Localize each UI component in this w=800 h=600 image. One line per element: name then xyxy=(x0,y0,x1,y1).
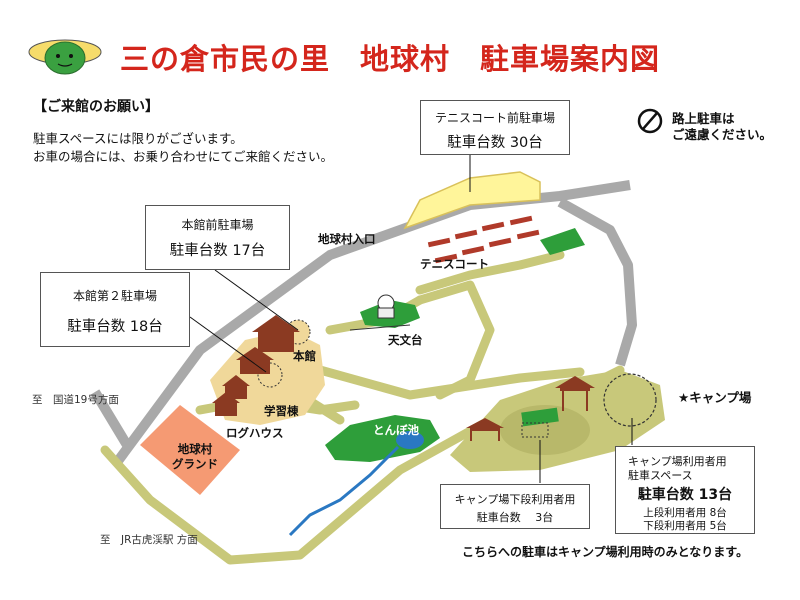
camp-lower-parking-rect xyxy=(521,422,549,438)
stream xyxy=(288,445,400,537)
log-house-buildings xyxy=(212,375,250,416)
lot-name-2: 駐車スペース xyxy=(628,469,693,482)
label-camp: ★キャンプ場 xyxy=(678,390,752,405)
lot-name: キャンプ場下段利用者用 xyxy=(454,493,576,506)
camp-users-parking-box: キャンプ場利用者用 駐車スペース 駐車台数 13台 上段利用者用 8台 下段利用… xyxy=(615,446,755,534)
camp-note: こちらへの駐車はキャンプ場利用時のみとなります。 xyxy=(462,545,749,559)
label-pond: とんぼ池 xyxy=(373,423,419,437)
label-ground: 地球村 グランド xyxy=(172,442,218,471)
camp-green-strip xyxy=(521,407,559,427)
lot-name-1: キャンプ場利用者用 xyxy=(628,455,727,468)
request-heading: 【ご来館のお願い】 xyxy=(33,99,159,115)
tennis-front-parking xyxy=(403,171,541,230)
lot-count: 駐車台数 13台 xyxy=(637,487,733,503)
request-line-2: お車の場合には、お乗り合わせにてご来館ください。 xyxy=(33,149,334,164)
mascot-logo-icon xyxy=(28,39,102,75)
lot-name: 本館第２駐車場 xyxy=(72,289,157,303)
camp-lower-parking-box: キャンプ場下段利用者用 駐車台数 3台 xyxy=(440,484,590,529)
label-main-hall: 本館 xyxy=(293,349,316,363)
main-front-parking-box: 本館前駐車場 駐車台数 17台 xyxy=(145,205,290,270)
lot-name: テニスコート前駐車場 xyxy=(434,111,555,125)
page-title: 三の倉市民の里 地球村 駐車場案内図 xyxy=(120,42,661,76)
lot-count: 駐車台数 18台 xyxy=(67,319,163,335)
pond-green xyxy=(325,415,440,462)
path-lower-road xyxy=(100,415,495,565)
tennis-courts xyxy=(427,215,540,264)
lot-count: 駐車台数 17台 xyxy=(169,243,266,259)
label-tennis: テニスコート xyxy=(420,257,489,271)
lot-count: 駐車台数 3台 xyxy=(476,511,554,524)
road-branch xyxy=(557,197,637,367)
tennis-front-parking-box: テニスコート前駐車場 駐車台数 30台 xyxy=(420,100,570,155)
lot-name: 本館前駐車場 xyxy=(181,218,254,232)
no-parking-icon xyxy=(637,108,663,134)
main-road xyxy=(90,180,631,468)
request-line-1: 駐車スペースには限りがございます。 xyxy=(33,131,243,146)
no-parking-line-2: ご遠慮ください。 xyxy=(672,127,773,142)
main-second-parking-box: 本館第２駐車場 駐車台数 18台 xyxy=(40,272,190,347)
ground-area xyxy=(140,405,240,495)
label-log-house: ログハウス xyxy=(226,426,284,440)
camp-huts xyxy=(466,376,595,441)
pond-water xyxy=(396,431,424,449)
label-kokeisui: 至 JR古虎渓駅 方面 xyxy=(100,534,198,546)
path-tennis xyxy=(415,250,565,295)
label-observatory: 天文台 xyxy=(388,333,423,347)
no-parking-line-1: 路上駐車は xyxy=(672,111,735,126)
observatory-building xyxy=(377,294,395,319)
label-route19: 至 国道19号方面 xyxy=(32,394,119,406)
lot-lower: 下段利用者用 5台 xyxy=(643,520,727,532)
lot-count: 駐車台数 30台 xyxy=(447,135,543,151)
leader-main-front xyxy=(214,269,299,331)
label-study-hall: 学習棟 xyxy=(264,404,299,418)
path-loop xyxy=(415,280,495,400)
tennis-green xyxy=(540,228,585,255)
observatory-fence xyxy=(349,324,411,331)
lot-upper: 上段利用者用 8台 xyxy=(643,507,727,519)
main-building-area xyxy=(210,330,325,425)
camp-parking-circle xyxy=(603,373,657,427)
label-entrance: 地球村入口 xyxy=(318,232,376,246)
leader-main-second xyxy=(189,316,267,373)
